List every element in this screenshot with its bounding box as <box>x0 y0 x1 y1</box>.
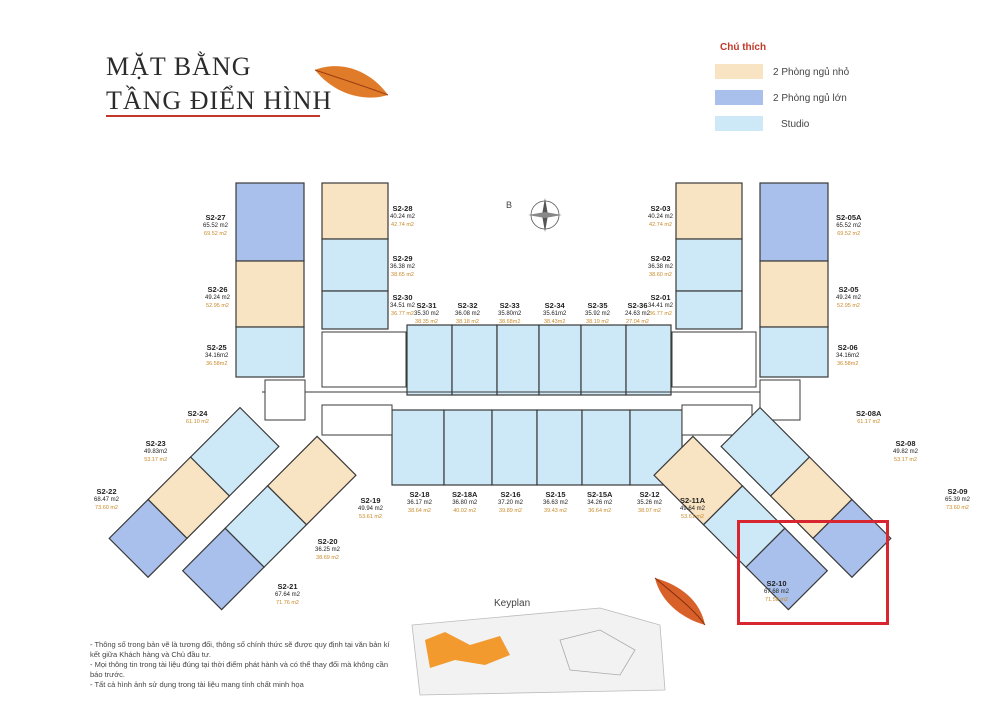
legend-swatch-large <box>715 90 763 105</box>
legend-title: Chú thích <box>720 42 767 53</box>
right-upper-block <box>675 182 829 378</box>
title-underline <box>106 115 320 117</box>
legend-label-studio: Studio <box>781 119 810 130</box>
legend-swatch-studio <box>715 116 763 131</box>
note-item: - Thông số trong bản vẽ là tương đối, th… <box>90 640 390 659</box>
note-item: - Tất cả hình ảnh sử dụng trong tài liệu… <box>90 680 304 689</box>
leaf-icon-top <box>314 66 389 98</box>
central-upper-row <box>406 324 672 396</box>
legend-label-large: 2 Phòng ngủ lớn <box>773 93 847 104</box>
legend-label-small: 2 Phòng ngủ nhỏ <box>773 67 850 78</box>
keyplan-drawing <box>411 607 666 696</box>
highlight-box <box>737 520 889 625</box>
compass-letter: B <box>506 200 513 210</box>
compass-icon <box>528 198 562 232</box>
central-lower-row <box>391 409 683 486</box>
legend-swatch-small <box>715 64 763 79</box>
core-block <box>262 331 801 436</box>
title-line-1: MẶT BẰNG <box>106 52 252 81</box>
leaf-icon-bottom <box>654 577 706 626</box>
note-item: - Mọi thông tin trong tài liệu đúng tại … <box>90 660 389 679</box>
page-title: MẶT BẰNG TẦNG ĐIỂN HÌNH <box>106 50 332 118</box>
left-wing <box>108 406 357 611</box>
disclaimer-notes: - Thông số trong bản vẽ là tương đối, th… <box>90 640 390 690</box>
title-line-2: TẦNG ĐIỂN HÌNH <box>106 86 333 115</box>
keyplan-title: Keyplan <box>494 598 531 609</box>
left-upper-block <box>235 182 389 378</box>
right-wing <box>653 406 892 611</box>
